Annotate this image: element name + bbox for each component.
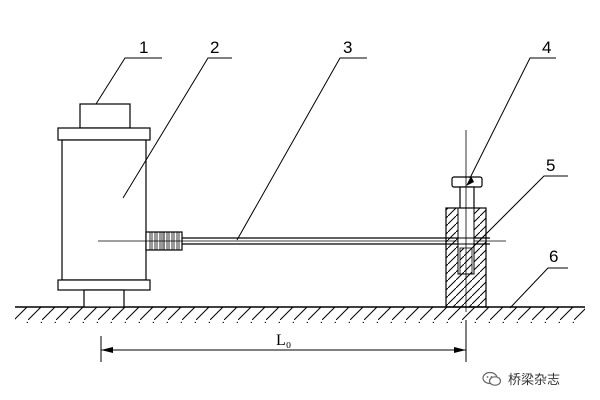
- label-2: 2: [210, 38, 219, 57]
- cylinder-cap: [79, 103, 131, 129]
- cylinder-base: [83, 289, 125, 308]
- label-4: 4: [542, 38, 551, 57]
- watermark-text: 桥梁杂志: [507, 373, 560, 388]
- cylinder-assembly: [57, 103, 151, 308]
- cylinder-bottom-plate: [57, 279, 151, 291]
- label-1: 1: [139, 38, 148, 57]
- cylinder-body: [61, 139, 147, 281]
- ground: [15, 306, 585, 323]
- label-5: 5: [546, 156, 555, 175]
- bolt-leader-arrow: [466, 176, 474, 186]
- wechat-icon: [482, 371, 502, 386]
- label-6: 6: [549, 247, 558, 266]
- leader-lines: [95, 57, 568, 309]
- strand-rod: [182, 237, 490, 245]
- watermark: 桥梁杂志: [482, 369, 560, 388]
- top-bolt: [451, 130, 483, 312]
- label-3: 3: [343, 38, 352, 57]
- dimension-label: L₀: [276, 332, 291, 349]
- cylinder-top-plate: [57, 127, 151, 141]
- dimension-l0: L₀: [100, 320, 467, 362]
